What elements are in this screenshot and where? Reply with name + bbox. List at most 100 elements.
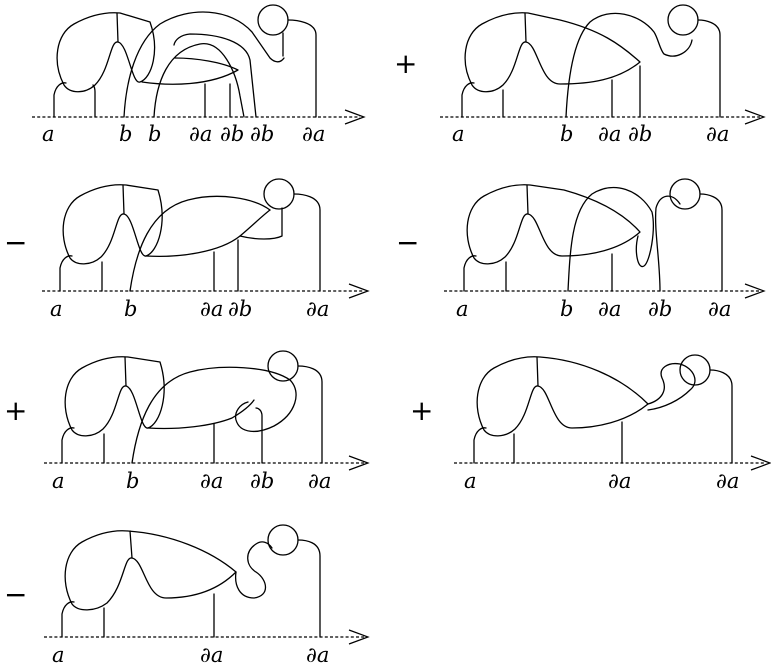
label-2: ∂a [200, 643, 223, 667]
label-5: ∂a [708, 297, 731, 321]
label-4: ∂b [228, 297, 252, 321]
label-5: ∂a [308, 469, 331, 493]
blob-left [476, 356, 649, 437]
strand-a [61, 601, 75, 638]
spine-1 [116, 12, 119, 43]
spine [122, 184, 125, 215]
label-1: a [52, 643, 65, 667]
strand-b [131, 366, 297, 464]
diagram-4: − a b ∂a ∂b ∂a [396, 178, 766, 321]
sign-2: + [394, 47, 417, 80]
strand-b1 [123, 11, 285, 118]
label-2: b [124, 297, 137, 321]
label-1: a [42, 122, 55, 146]
strand-da2 [297, 539, 321, 638]
strand-da2 [709, 369, 733, 464]
label-2: b [560, 122, 573, 146]
spine [536, 356, 539, 387]
strand-db1 [654, 195, 681, 292]
blob-mid [141, 57, 239, 85]
label-3: b [148, 122, 161, 146]
label-3: ∂a [200, 469, 223, 493]
blob-mid [147, 399, 255, 430]
axis-arrowhead [750, 455, 771, 471]
label-1: a [452, 122, 465, 146]
strand-da2 [287, 19, 317, 118]
label-5: ∂a [706, 122, 729, 146]
loop-circle [667, 4, 699, 36]
label-3: ∂a [306, 643, 329, 667]
label-3: ∂a [598, 122, 621, 146]
strand-kink [647, 362, 696, 411]
strand-b [129, 195, 271, 292]
diagram-6: + a ∂a ∂a [410, 354, 771, 493]
label-4: ∂b [250, 469, 274, 493]
spine [526, 184, 529, 215]
label-1: a [50, 297, 63, 321]
label-2: b [119, 122, 132, 146]
diagram-3: − a b ∂a ∂b ∂a [4, 178, 370, 321]
diagram-7: − a ∂a ∂a [4, 524, 370, 667]
blob-left [464, 12, 641, 93]
label-1: a [464, 469, 477, 493]
diagram-1: a b b ∂a ∂b ∂b ∂a [32, 4, 366, 146]
label-2: b [126, 469, 139, 493]
blob-mid [145, 209, 271, 257]
axis-arrowhead [344, 109, 366, 125]
label-3: ∂a [716, 469, 739, 493]
label-7: ∂a [302, 122, 325, 146]
label-2: ∂a [608, 469, 631, 493]
strand-a-right [92, 84, 96, 118]
strand-circle [239, 207, 283, 240]
label-4: ∂b [648, 297, 672, 321]
spine [129, 530, 133, 559]
strand-a [61, 427, 75, 464]
loop-circle [267, 524, 299, 556]
blob-left [56, 12, 156, 93]
strand-a [473, 427, 487, 464]
axis-arrowhead [744, 109, 766, 125]
strand-da2 [697, 19, 721, 118]
strand-a [53, 82, 67, 118]
label-3: ∂a [200, 297, 223, 321]
spine [124, 356, 127, 387]
axis-arrowhead [348, 455, 370, 471]
sign-6: + [410, 394, 433, 427]
strand-db2 [173, 33, 257, 118]
strand-a [59, 255, 73, 292]
loop-circle [263, 178, 295, 210]
strand-da2 [699, 193, 723, 292]
strand-a [463, 255, 477, 292]
label-3: ∂a [598, 297, 621, 321]
loop-circle [257, 4, 289, 36]
strand-da2 [297, 365, 323, 464]
sign-7: − [4, 578, 27, 611]
sign-5: + [4, 394, 27, 427]
blob-left [64, 356, 165, 437]
label-1: a [52, 469, 65, 493]
axis-arrowhead [744, 283, 766, 299]
label-4: ∂b [628, 122, 652, 146]
diagram-5: + a b ∂a ∂b ∂a [4, 350, 370, 493]
blob-left [62, 184, 163, 265]
label-5: ∂a [306, 297, 329, 321]
axis-arrowhead [348, 283, 370, 299]
sign-3: − [4, 226, 27, 259]
strand-a [461, 82, 475, 118]
strand-db1 [255, 407, 263, 464]
diagram-2: + a b ∂a ∂b ∂a [394, 4, 766, 146]
strand-da2 [293, 193, 321, 292]
label-2: b [560, 297, 573, 321]
spine [524, 12, 527, 43]
label-5: ∂b [220, 122, 244, 146]
blob-left [466, 184, 641, 265]
label-1: a [456, 297, 469, 321]
axis-arrowhead [348, 629, 370, 645]
strand-b2 [153, 43, 245, 118]
sign-4: − [396, 226, 419, 259]
strand-kink [234, 541, 273, 599]
blob-left [64, 530, 237, 611]
strand-b [567, 186, 654, 292]
strand-b [565, 12, 693, 118]
